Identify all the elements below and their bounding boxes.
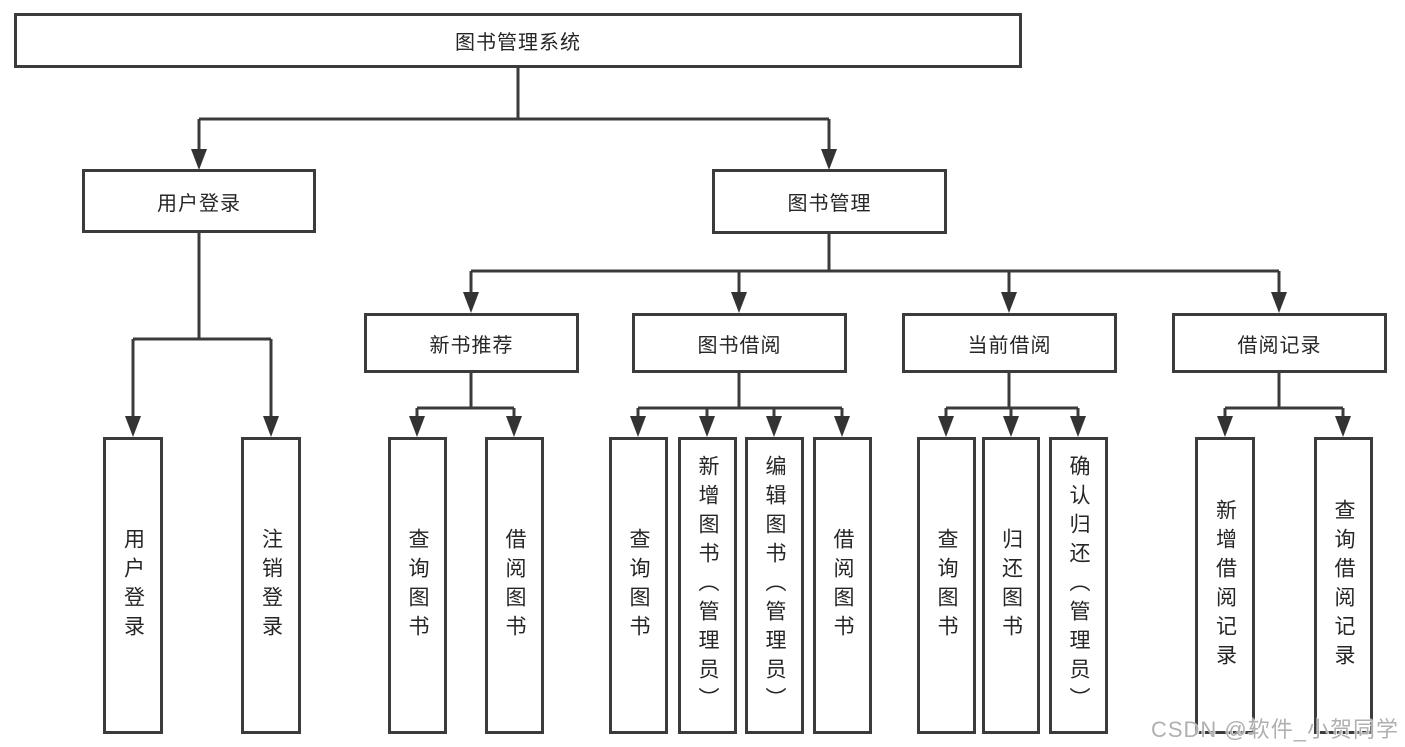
leaf-query-book-borrow-label: 查询图书 (627, 527, 650, 644)
leaf-query-borrow-record: 查询借阅记录 (1314, 437, 1373, 734)
leaf-query-book-borrow: 查询图书 (609, 437, 668, 734)
leaf-query-book-current-label: 查询图书 (935, 527, 958, 644)
node-book-management-label: 图书管理 (787, 193, 872, 215)
leaf-logout-label: 注销登录 (259, 527, 283, 644)
node-user-login: 用户登录 (82, 169, 316, 233)
node-root: 图书管理系统 (14, 13, 1022, 68)
node-user-login-label: 用户登录 (157, 192, 241, 215)
leaf-add-book-admin-label: 新增图书（管理员） (696, 455, 719, 716)
node-current-borrow-label: 当前借阅 (967, 334, 1052, 357)
node-root-label: 图书管理系统 (455, 32, 581, 54)
csdn-watermark: CSDN @软件_小贺同学 (1150, 717, 1399, 742)
node-new-book-recommend-label: 新书推荐 (429, 334, 514, 357)
leaf-edit-book-admin-label: 编辑图书（管理员） (763, 455, 786, 716)
leaf-logout: 注销登录 (241, 437, 301, 734)
leaf-confirm-return-admin: 确认归还（管理员） (1049, 437, 1108, 734)
node-book-borrow: 图书借阅 (632, 313, 847, 373)
node-borrow-records-label: 借阅记录 (1237, 334, 1322, 357)
node-book-borrow-label: 图书借阅 (697, 334, 782, 357)
leaf-query-book-recommend: 查询图书 (388, 437, 447, 734)
node-borrow-records: 借阅记录 (1172, 313, 1387, 373)
leaf-query-book-recommend-label: 查询图书 (406, 527, 429, 644)
leaf-borrow-book-recommend: 借阅图书 (485, 437, 544, 734)
leaf-add-borrow-record: 新增借阅记录 (1195, 437, 1255, 734)
leaf-user-login: 用户登录 (103, 437, 163, 734)
leaf-return-book-label: 归还图书 (999, 527, 1023, 644)
node-new-book-recommend: 新书推荐 (364, 313, 579, 373)
node-book-management: 图书管理 (712, 169, 947, 234)
leaf-user-login-label: 用户登录 (121, 527, 145, 644)
leaf-edit-book-admin: 编辑图书（管理员） (745, 437, 804, 734)
leaf-confirm-return-admin-label: 确认归还（管理员） (1067, 455, 1090, 716)
leaf-borrow-book: 借阅图书 (813, 437, 872, 734)
leaf-query-book-current: 查询图书 (917, 437, 976, 734)
leaf-query-borrow-record-label: 查询借阅记录 (1332, 498, 1355, 673)
leaf-add-book-admin: 新增图书（管理员） (678, 437, 737, 734)
node-current-borrow: 当前借阅 (902, 313, 1117, 373)
leaf-borrow-book-recommend-label: 借阅图书 (503, 527, 526, 644)
arrowheads (125, 149, 1351, 437)
leaf-borrow-book-label: 借阅图书 (831, 527, 854, 644)
leaf-return-book: 归还图书 (982, 437, 1040, 734)
leaf-add-borrow-record-label: 新增借阅记录 (1213, 498, 1237, 673)
